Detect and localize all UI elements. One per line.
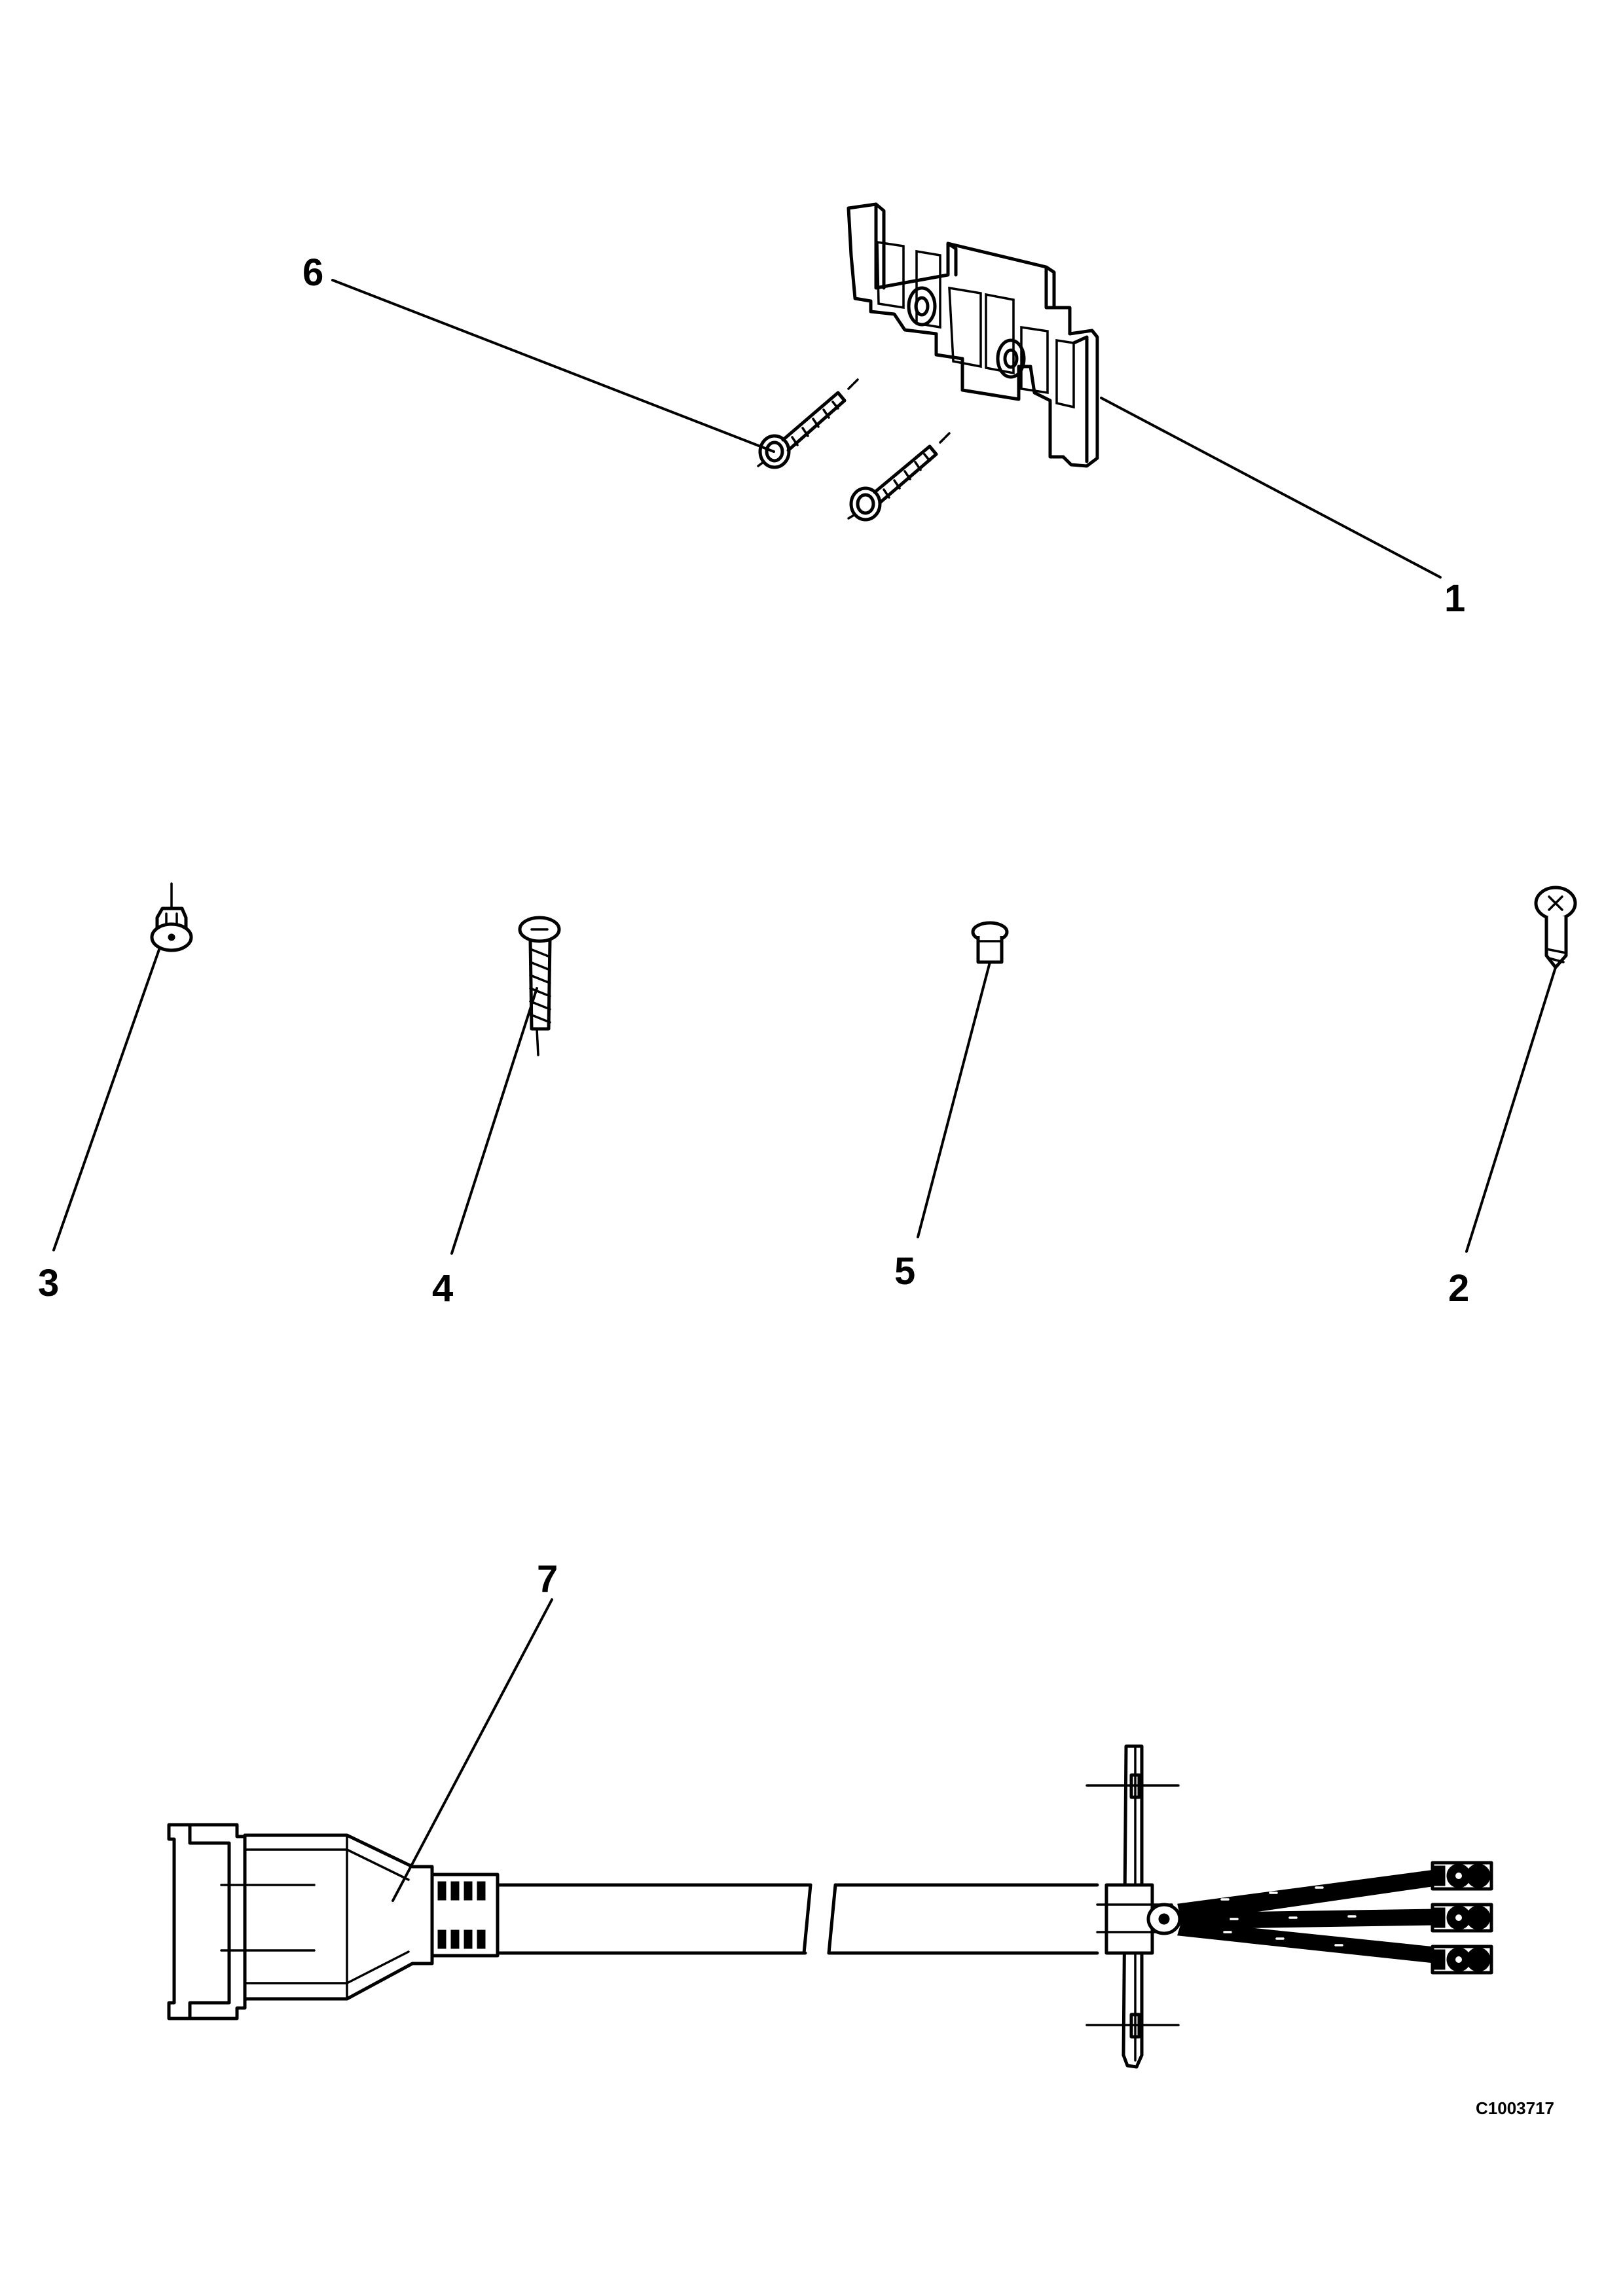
wire-terminal <box>1431 1903 1493 1933</box>
leader-3 <box>52 946 161 1251</box>
leader-6 <box>331 279 775 453</box>
part-2-round-screw <box>1534 886 1577 969</box>
wire-terminal <box>1431 1945 1493 1975</box>
leader-1 <box>1100 397 1442 579</box>
part-4-wood-screw <box>518 916 561 1056</box>
part-3-pin <box>150 882 193 952</box>
part-1-bracket <box>847 202 1099 468</box>
part-5-plug <box>971 921 1009 964</box>
callout-6: 6 <box>302 251 323 294</box>
leader-7 <box>392 1598 553 1902</box>
leader-4 <box>450 987 538 1255</box>
callout-1: 1 <box>1444 577 1465 620</box>
leader-2 <box>1465 966 1557 1253</box>
part-6-screws <box>757 378 951 522</box>
callout-2: 2 <box>1448 1267 1469 1310</box>
callout-3: 3 <box>38 1262 59 1304</box>
part-7-cable-harness <box>167 1744 1493 2069</box>
leader-lines <box>52 279 1557 1902</box>
callout-5: 5 <box>894 1250 915 1293</box>
callout-7: 7 <box>537 1558 558 1600</box>
callout-4: 4 <box>432 1267 453 1310</box>
drawing-id: C1003717 <box>1476 2098 1554 2118</box>
leader-5 <box>917 961 991 1238</box>
wire-terminal <box>1431 1861 1493 1891</box>
